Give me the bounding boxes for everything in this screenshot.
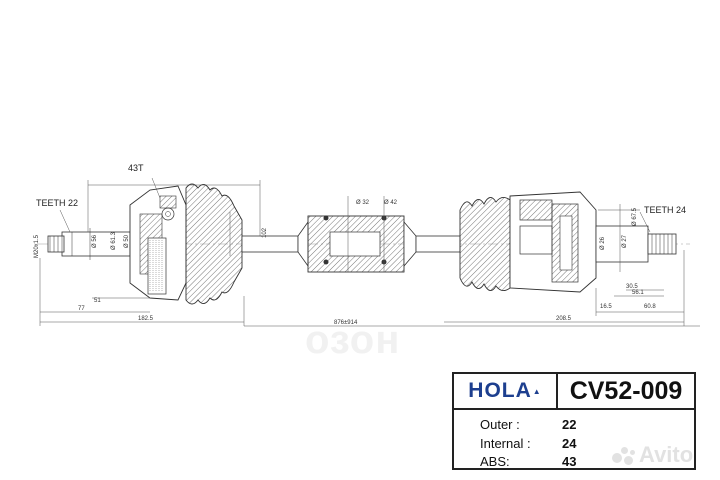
len-56-1: 56.1	[632, 290, 644, 296]
dia-67-5: Ø 67.5	[632, 207, 638, 226]
len-182-5: 182.5	[138, 316, 154, 322]
spec-key: ABS:	[480, 453, 510, 469]
cv-axle-drawing: TEETH 22 TEETH 24 43T M20x1.5 Ø 56 Ø 61.…	[34, 163, 700, 327]
damper	[307, 215, 405, 273]
watermark: озон	[305, 318, 401, 362]
len-208-5: 208.5	[556, 316, 572, 322]
outer-cv-joint	[129, 185, 187, 301]
spec-value: 24	[562, 435, 577, 451]
inner-boot	[459, 197, 511, 291]
len-51: 51	[94, 298, 101, 304]
len-total: 876±914	[334, 320, 358, 326]
dia-56: Ø 56	[92, 234, 98, 248]
dia-61-3: Ø 61.3	[111, 231, 117, 250]
shaft-left	[241, 235, 299, 253]
spec-row-internal: Internal : 24	[454, 433, 694, 453]
outer-stub-shaft	[47, 228, 131, 260]
avito-watermark: Avito	[612, 442, 693, 468]
dia-26: Ø 26	[600, 236, 606, 250]
shaft-right	[415, 235, 461, 253]
spec-key: Internal :	[480, 435, 531, 451]
inner-cv-joint	[509, 191, 597, 293]
spec-row-outer: Outer : 22	[454, 414, 694, 434]
len-16-5: 16.5	[600, 304, 612, 310]
thread-dim: M20x1.5	[34, 234, 40, 258]
spec-table: HOLA▲ CV52-009 Outer : 22 Internal : 24 …	[452, 372, 696, 470]
brand-name: HOLA	[468, 379, 532, 402]
len-30-5: 30.5	[626, 284, 638, 290]
dia-27: Ø 27	[622, 234, 628, 248]
avito-text: Avito	[639, 442, 694, 467]
dim-102: 102	[262, 227, 268, 238]
teeth-inner-label: TEETH 24	[644, 205, 686, 215]
outer-boot	[185, 183, 243, 305]
spec-value: 22	[562, 416, 577, 432]
spec-value: 43	[562, 453, 577, 469]
len-77: 77	[78, 306, 85, 312]
abs-teeth-label: 43T	[128, 163, 144, 173]
spec-row-abs: ABS: 43	[454, 451, 694, 471]
dia-50: Ø 50	[124, 234, 130, 248]
part-number: CV52-009	[558, 374, 694, 410]
avito-logo-icon	[612, 447, 636, 466]
len-60-8: 60.8	[644, 304, 656, 310]
dia-32: Ø 32	[356, 200, 370, 206]
teeth-outer-label: TEETH 22	[36, 198, 78, 208]
abs-ring	[147, 237, 167, 295]
spec-key: Outer :	[480, 416, 520, 432]
brand-logo: HOLA▲	[454, 374, 558, 410]
inner-stub-shaft	[595, 225, 677, 263]
dia-42: Ø 42	[384, 200, 398, 206]
brand-mark-icon: ▲	[532, 386, 542, 396]
dimension-lines	[39, 177, 700, 327]
